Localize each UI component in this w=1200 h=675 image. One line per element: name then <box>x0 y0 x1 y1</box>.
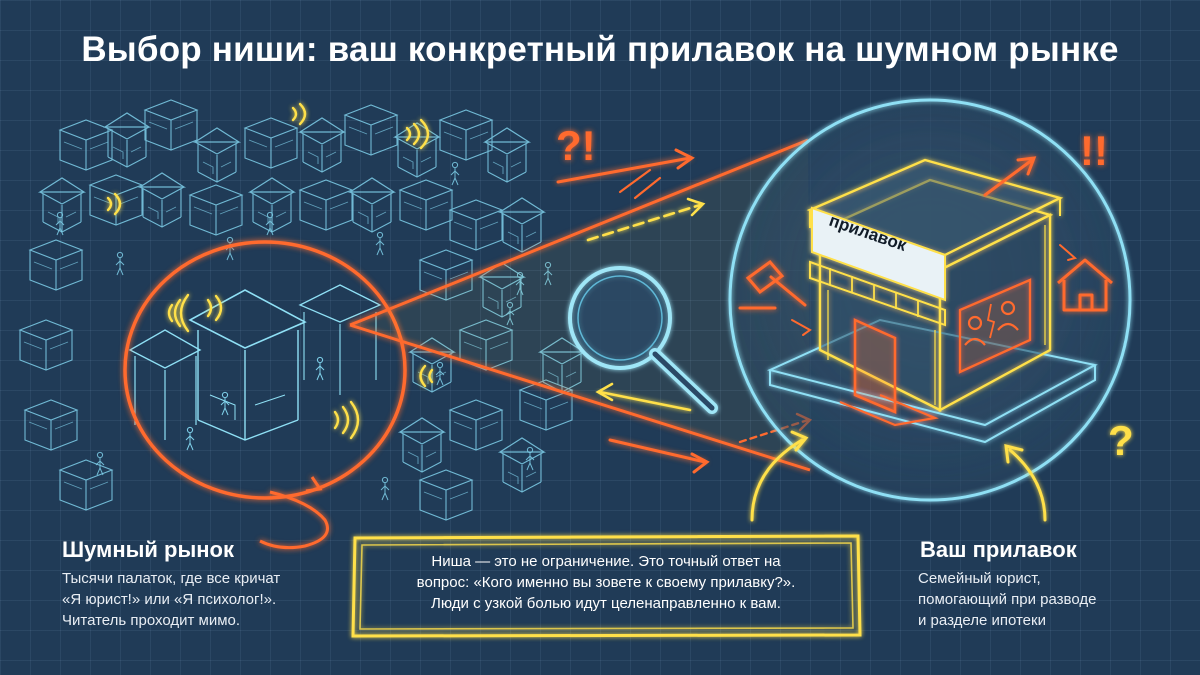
question-exclaim-mark: ?! <box>556 122 596 169</box>
connector-arrows <box>791 156 1078 336</box>
stall-description: Семейный юрист, помогающий при разводе и… <box>918 570 1097 629</box>
market-focus-circle <box>123 240 407 550</box>
magnifier-icon <box>568 266 718 414</box>
market-description: Тысячи палаток, где все кричат «Я юрист!… <box>62 570 281 629</box>
question-mark: ? <box>1108 417 1134 464</box>
highlighted-tents <box>128 284 382 451</box>
note-box-frame <box>351 534 862 638</box>
double-exclaim-mark: !! <box>1080 127 1108 174</box>
sound-wave-icon <box>106 102 434 440</box>
gavel-icon <box>738 259 807 310</box>
house-icon <box>1057 258 1113 312</box>
page-title: Выбор ниши: ваш конкретный прилавок на ш… <box>81 30 1119 69</box>
family-icon <box>964 300 1019 346</box>
niche-definition-note: Ниша — это не ограничение. Это точный от… <box>416 553 796 612</box>
attention-arrows <box>750 430 1047 522</box>
stall-heading: Ваш прилавок <box>920 537 1077 562</box>
market-heading: Шумный рынок <box>62 537 235 562</box>
